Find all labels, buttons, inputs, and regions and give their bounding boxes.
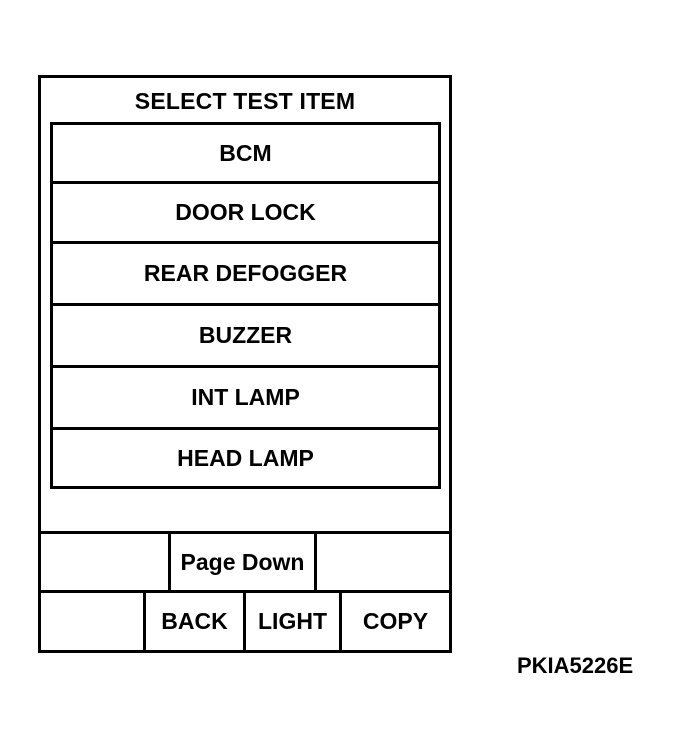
- copy-label: COPY: [362, 608, 429, 634]
- divider: [41, 590, 449, 593]
- list-item-label: BUZZER: [198, 322, 293, 348]
- list-item-buzzer[interactable]: BUZZER: [53, 306, 438, 368]
- list-item-label: DOOR LOCK: [175, 199, 316, 225]
- empty-button-slot: [41, 534, 171, 590]
- list-item-bcm[interactable]: BCM: [53, 125, 438, 184]
- light-label: LIGHT: [258, 608, 327, 634]
- light-button[interactable]: LIGHT: [246, 593, 342, 650]
- empty-button-slot: [41, 593, 146, 650]
- page-down-button[interactable]: Page Down: [171, 534, 317, 590]
- empty-button-slot: [317, 534, 449, 590]
- list-item-door-lock[interactable]: DOOR LOCK: [53, 184, 438, 244]
- list-item-label: INT LAMP: [191, 384, 300, 410]
- figure-code: PKIA5226E: [517, 653, 634, 678]
- page-down-label: Page Down: [180, 548, 305, 575]
- copy-button[interactable]: COPY: [342, 593, 449, 650]
- test-item-list: BCM DOOR LOCK REAR DEFOGGER BUZZER INT L…: [50, 122, 441, 489]
- list-item-label: HEAD LAMP: [177, 444, 314, 471]
- screen-title: SELECT TEST ITEM: [134, 88, 356, 114]
- divider: [41, 531, 449, 534]
- list-item-int-lamp[interactable]: INT LAMP: [53, 368, 438, 430]
- list-item-rear-defogger[interactable]: REAR DEFOGGER: [53, 244, 438, 306]
- back-button[interactable]: BACK: [146, 593, 246, 650]
- list-item-head-lamp[interactable]: HEAD LAMP: [53, 430, 438, 486]
- test-item-screen: SELECT TEST ITEM BCM DOOR LOCK REAR DEFO…: [38, 75, 452, 653]
- back-label: BACK: [161, 608, 228, 634]
- list-item-label: BCM: [219, 139, 272, 166]
- list-item-label: REAR DEFOGGER: [143, 260, 348, 286]
